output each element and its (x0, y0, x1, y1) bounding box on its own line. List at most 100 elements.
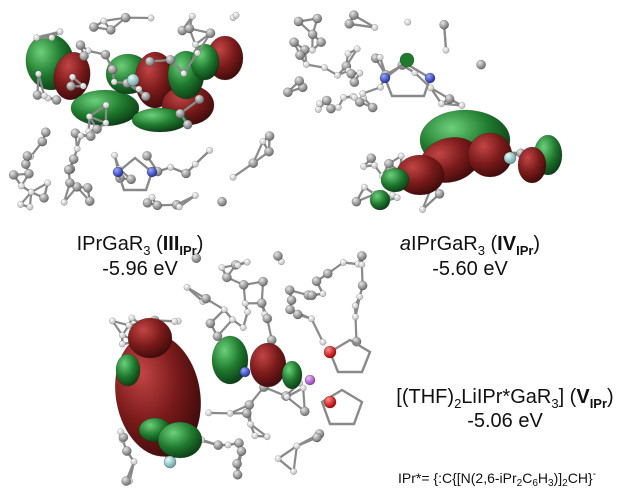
carbon-atom (8, 170, 19, 180)
hydrogen-atom (239, 324, 247, 331)
carbon-atom (264, 131, 275, 141)
hydrogen-atom (125, 321, 133, 329)
hydrogen-atom (40, 92, 48, 100)
molecule-IV-ipr (282, 10, 563, 214)
orbital-lobe-negative (127, 317, 173, 359)
hydrogen-atom (274, 455, 282, 463)
hydrogen-atom (263, 433, 271, 441)
hydrogen-atom (33, 34, 41, 42)
carbon-atom (354, 97, 365, 107)
hydrogen-atom (241, 299, 249, 307)
hydrogen-atom (183, 283, 191, 291)
hydrogen-atom (84, 47, 92, 55)
orbital-lobe-positive (211, 335, 249, 385)
caption-compound-V: [(THF)2LiIPr*GaR3] (VIPr) (396, 386, 614, 411)
carbon-atom (191, 253, 202, 264)
hydrogen-atom (458, 102, 466, 109)
carbene-carbon-atom (399, 52, 415, 68)
hydrogen-atom (319, 338, 327, 346)
hydrogen-atom (353, 45, 361, 53)
carbon-atom (175, 108, 186, 119)
carbon-atom (444, 94, 455, 104)
carbon-atom (294, 76, 305, 86)
hydrogen-atom (191, 41, 199, 48)
hydrogen-atom (302, 61, 310, 68)
carbon-atom (439, 19, 449, 30)
carbon-atom (289, 37, 299, 48)
carbon-atom (357, 251, 367, 261)
carbon-atom (322, 268, 333, 279)
carbon-atom (213, 440, 224, 451)
hydrogen-atom (35, 70, 42, 78)
carbon-atom (264, 146, 274, 157)
hydrogen-atom (100, 17, 108, 25)
carbon-atom (285, 304, 295, 315)
hydrogen-atom (110, 78, 118, 86)
carbon-atom (182, 119, 193, 130)
carbon-atom (105, 25, 116, 35)
energy-IV: -5.60 eV (432, 258, 508, 280)
hydrogen-atom (191, 160, 199, 168)
hydrogen-atom (251, 432, 259, 440)
orbital-lobe-positive (380, 167, 410, 193)
hydrogen-atom (17, 201, 25, 208)
carbon-atom (366, 153, 377, 164)
orbital-lobe-negative (249, 342, 287, 388)
carbon-atom (205, 318, 216, 329)
hydrogen-atom (111, 151, 119, 159)
hydrogen-atom (334, 71, 342, 79)
hydrogen-atom (77, 132, 85, 140)
carbon-atom (82, 182, 93, 193)
hydrogen-atom (130, 458, 138, 466)
gallium-atom (163, 455, 177, 469)
hydrogen-atom (128, 314, 136, 322)
carbon-atom (88, 22, 99, 32)
hydrogen-atom (244, 308, 252, 316)
carbon-atom (201, 293, 211, 304)
hydrogen-atom (85, 113, 93, 121)
carbon-atom (349, 77, 360, 88)
carbon-atom (107, 64, 118, 75)
hydrogen-atom (228, 316, 236, 324)
carbon-atom (312, 13, 323, 24)
hydrogen-atom (218, 264, 226, 272)
hydrogen-atom (356, 293, 364, 301)
hydrogen-atom (135, 85, 143, 93)
carbon-atom (22, 151, 33, 161)
carbon-atom (326, 103, 336, 114)
hydrogen-atom (259, 138, 267, 145)
caption-compound-III: IPrGaR3 (IIIIPr) (76, 233, 204, 258)
orbital-lobe-negative (517, 146, 547, 184)
carbon-atom (140, 91, 151, 102)
bond (178, 194, 196, 208)
hydrogen-atom (232, 11, 240, 19)
caption-compound-IV: aIPrGaR3 (IVIPr) (399, 233, 541, 258)
carbon-atom (256, 298, 267, 308)
carbon-atom (434, 189, 445, 199)
lithium-atom (304, 374, 316, 386)
carbon-atom (194, 94, 205, 105)
bond (182, 52, 199, 75)
carbon-atom (121, 446, 132, 456)
hydrogen-atom (358, 261, 366, 269)
bond (441, 102, 463, 107)
hydrogen-atom (27, 188, 35, 196)
bond (249, 423, 268, 438)
orbital-lobe-positive (157, 421, 203, 459)
carbon-atom (351, 196, 362, 207)
carbon-atom (367, 102, 378, 113)
imidazole-ring (383, 61, 432, 98)
footnote-ipr-star-definition: IPr*= {:C{[N(2,6-iPr2C6H3)]2CH}- (398, 469, 596, 489)
hydrogen-atom (224, 441, 232, 449)
hydrogen-atom (308, 46, 316, 54)
hydrogen-atom (350, 93, 358, 101)
hydrogen-atom (17, 182, 25, 190)
hydrogen-atom (334, 103, 342, 111)
carbon-atom (321, 95, 332, 106)
carbon-atom (262, 313, 273, 324)
carbon-atom (152, 200, 163, 211)
hydrogen-atom (397, 152, 405, 160)
carbon-atom (24, 168, 34, 179)
carbon-atom (75, 40, 86, 51)
